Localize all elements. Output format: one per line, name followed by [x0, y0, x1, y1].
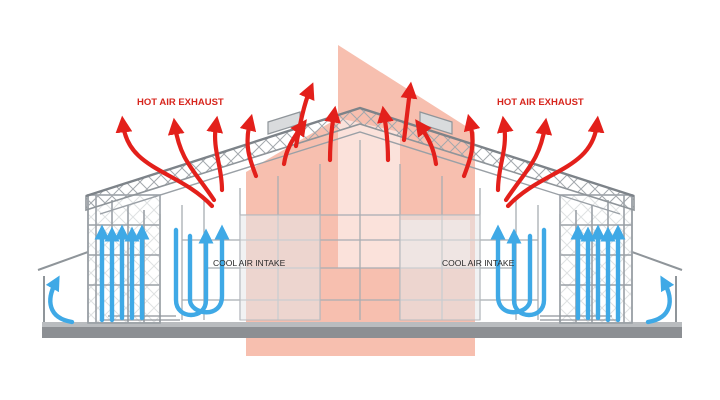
- hot-arrow: [503, 117, 553, 203]
- side-canopies: [37, 251, 683, 322]
- hot-arrow: [495, 115, 514, 193]
- cool-air-label-left: COOL AIR INTAKE: [213, 258, 286, 268]
- hot-air-arrows: [115, 81, 605, 209]
- cool-arrow: [45, 275, 75, 325]
- hot-arrow: [461, 113, 481, 179]
- cool-arrow: [173, 227, 214, 318]
- hot-arrow: [505, 115, 605, 209]
- hot-arrow: [400, 81, 418, 143]
- cool-air-label-right: COOL AIR INTAKE: [442, 258, 515, 268]
- floor-slab: [42, 322, 682, 338]
- hot-arrow: [377, 105, 394, 163]
- interior-panels: [239, 214, 481, 321]
- hot-arrow: [239, 113, 259, 179]
- hot-air-label-left: HOT AIR EXHAUST: [137, 97, 224, 108]
- hot-arrow: [293, 82, 315, 149]
- hot-air-label-right: HOT AIR EXHAUST: [497, 97, 584, 108]
- cool-arrow: [187, 224, 230, 315]
- cool-air-arrows: [45, 224, 675, 325]
- cool-arrow: [490, 224, 533, 315]
- cool-arrow: [506, 227, 547, 318]
- hot-arrow: [415, 119, 439, 167]
- cool-arrow: [645, 275, 675, 325]
- hot-arrow: [324, 105, 341, 163]
- hot-arrow: [115, 115, 215, 209]
- hot-arrow: [167, 117, 217, 203]
- hot-arrow: [206, 115, 225, 193]
